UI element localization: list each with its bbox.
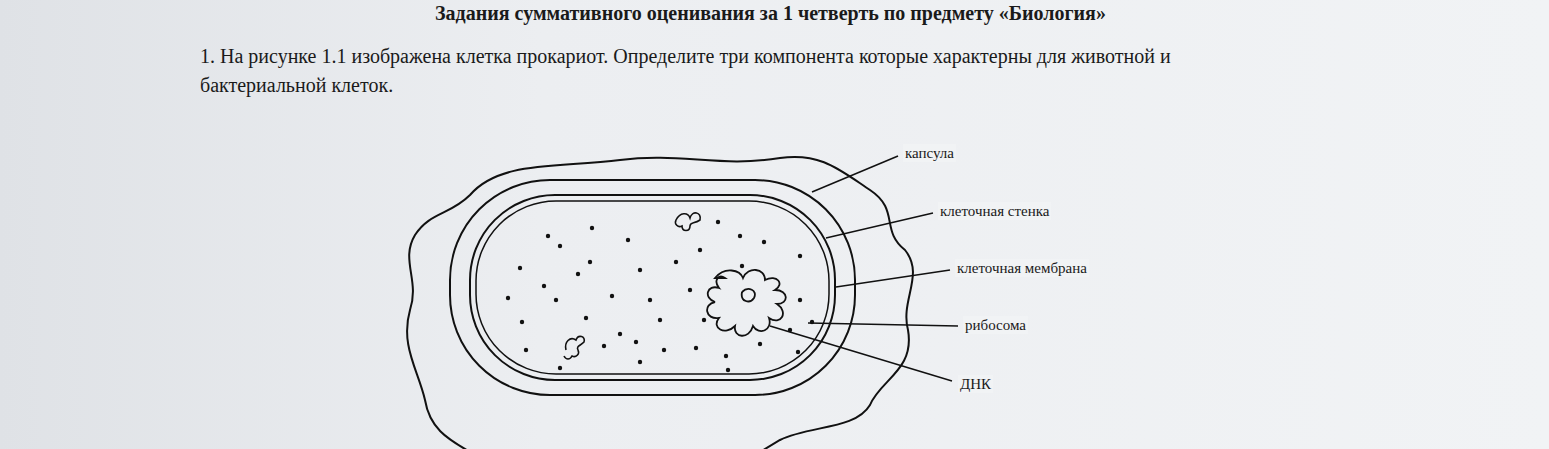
ribosome-dot: [738, 234, 742, 238]
ribosome-dot: [698, 248, 702, 252]
ribosome-dot: [558, 244, 562, 248]
ribosome-dot: [590, 226, 594, 230]
ribosome-dot: [674, 260, 678, 264]
ribosome-dot: [798, 254, 802, 258]
ribosome-dot: [542, 284, 546, 288]
membrane-fold: [675, 213, 700, 231]
part-label: капсула: [903, 144, 956, 162]
ribosome-dot: [740, 264, 744, 268]
leader-lines: [770, 156, 958, 381]
ribosome-dot: [724, 354, 728, 358]
ribosome-dot: [638, 360, 642, 364]
ribosome-dot: [546, 234, 550, 238]
ribosome-dot: [662, 348, 666, 352]
ribosome-dot: [762, 240, 766, 244]
ribosome-dot: [810, 320, 814, 324]
ribosome-dot: [716, 220, 720, 224]
ribosome-dot: [702, 318, 706, 322]
ribosome-dot: [610, 294, 614, 298]
ribosome-dot: [602, 344, 606, 348]
ribosome-dot: [638, 268, 642, 272]
ribosome-dot: [588, 260, 592, 264]
ribosome-dot: [726, 368, 730, 372]
ribosome-dot: [634, 340, 638, 344]
ribosome-dot: [618, 332, 622, 336]
dna-strand: [707, 270, 786, 336]
ribosome-dot: [524, 348, 528, 352]
cell-wall: [450, 180, 855, 395]
ribosome-dot: [758, 342, 762, 346]
ribosome-dot: [796, 350, 800, 354]
ribosome-dot: [694, 346, 698, 350]
ribosome-dot: [520, 320, 524, 324]
ribosome-dot: [518, 266, 522, 270]
question-text: 1. На рисунке 1.1 изображена клетка прок…: [200, 42, 1290, 100]
ribosome-dot: [688, 288, 692, 292]
ribosome-dots: [506, 220, 814, 372]
part-label: ДНК: [958, 375, 993, 393]
ribosome-dot: [584, 316, 588, 320]
cell-membrane: [470, 195, 835, 380]
ribosome-dot: [554, 298, 558, 302]
part-label: клеточная мембрана: [955, 259, 1089, 277]
page-title: Задания суммативного оценивания за 1 чет…: [435, 1, 1106, 25]
ribosome-dot: [798, 298, 802, 302]
ribosome-dot: [648, 298, 652, 302]
part-label: клеточная стенка: [938, 202, 1051, 220]
cell-membrane-inner: [476, 201, 829, 374]
membrane-fold: [564, 336, 584, 359]
capsule-outline: [407, 157, 913, 449]
ribosome-dot: [658, 318, 662, 322]
ribosome-dot: [788, 328, 792, 332]
ribosome-dot: [576, 272, 580, 276]
ribosome-dot: [626, 238, 630, 242]
ribosome-dot: [558, 366, 562, 370]
ribosome-dot: [506, 296, 510, 300]
part-label: рибосома: [963, 316, 1028, 334]
